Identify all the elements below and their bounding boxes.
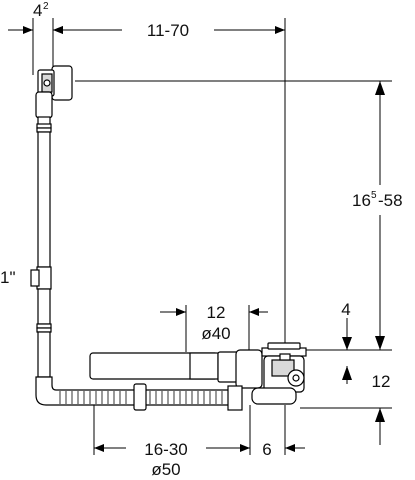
dim-height-base: 16: [352, 191, 371, 210]
dim-label-top-offset: 4 2: [33, 1, 49, 20]
dim-label-pipe-length: 12: [207, 303, 226, 322]
dim-label-drain-diameter: ø50: [151, 460, 180, 479]
dimension-pipe-length: [160, 308, 268, 316]
dimension-outlet-height: [342, 366, 385, 445]
dimension-top-span: [53, 26, 285, 34]
dim-label-thread: 1": [0, 268, 16, 287]
dim-label-top-span: 11-70: [147, 21, 189, 40]
drain-pipe: [89, 349, 263, 411]
dim-label-drain-offset: 6: [262, 440, 271, 459]
dimension-rim-offset: [342, 318, 352, 350]
extension-lines: [32, 18, 392, 455]
waste-body: [251, 342, 307, 405]
hose-ribs: [59, 391, 229, 404]
corrugated-hose: [35, 376, 236, 411]
dim-height-sup: 5: [371, 190, 377, 201]
dim-top-offset-base: 4: [33, 1, 42, 20]
dimension-height-range: [375, 81, 385, 350]
dim-label-pipe-diameter: ø40: [201, 324, 230, 343]
dim-label-outlet-height: 12: [372, 372, 391, 391]
dimension-drain-offset: [285, 444, 305, 452]
dim-height-rest: -58: [378, 191, 403, 210]
overflow-tube: [30, 91, 53, 378]
dim-top-offset-sup: 2: [43, 1, 49, 12]
dim-label-height-range: 16 5 -58: [352, 190, 403, 210]
dim-label-rim-offset: 4: [341, 300, 350, 319]
hose-clamp: [133, 383, 147, 411]
dim-label-drain-span: 16-30: [144, 440, 187, 459]
dimension-drain-span: [94, 444, 250, 452]
